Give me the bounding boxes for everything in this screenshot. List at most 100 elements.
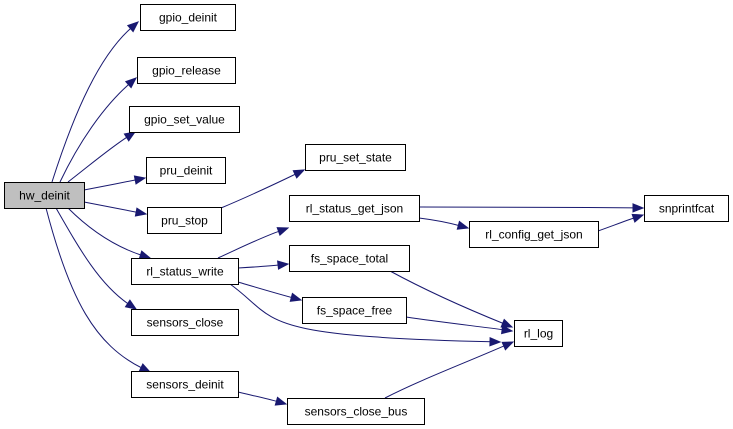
node-box[interactable] (287, 398, 425, 425)
node-pru-set-state[interactable]: pru_set_state (305, 144, 406, 171)
nodes-layer: hw_deinit gpio_deinit gpio_release gpio_set… (4, 4, 729, 425)
node-snprintfcat[interactable]: snprintfcat (644, 195, 729, 222)
node-label: sensors_deinit (146, 378, 224, 392)
edge-hw_deinit-to-pru_deinit (83, 175, 147, 191)
edge-line (237, 391, 279, 403)
node-label: hw_deinit (19, 189, 70, 203)
edge-line (83, 179, 138, 191)
node-label: snprintfcat (659, 202, 715, 216)
edge-line (67, 207, 143, 256)
arrowhead-icon (456, 220, 470, 230)
node-fs-space-free[interactable]: fs_space_free (302, 297, 407, 324)
node-rl-config-get-json[interactable]: rl_config_get_json (469, 221, 599, 248)
edge-line (237, 281, 294, 299)
edge-hw_deinit-to-sensors_deinit (45, 207, 152, 373)
arrowhead-icon (134, 207, 148, 217)
node-box[interactable] (514, 320, 563, 347)
node-label: gpio_deinit (159, 11, 218, 25)
node-fs-space-total[interactable]: fs_space_total (289, 245, 410, 272)
node-box[interactable] (131, 371, 239, 398)
edge-rl_config_get_json-to-snprintfcat (597, 213, 645, 232)
arrowhead-icon (500, 318, 514, 328)
node-box[interactable] (131, 309, 239, 336)
edge-hw_deinit-to-pru_stop (83, 201, 148, 217)
arrowhead-icon (138, 250, 152, 260)
arrowhead-icon (124, 77, 138, 89)
arrowhead-icon (138, 363, 152, 373)
node-label: rl_log (524, 327, 553, 341)
edge-line (384, 344, 506, 399)
node-box[interactable] (129, 106, 240, 133)
edge-hw_deinit-to-gpio_release (59, 77, 138, 183)
node-rl-status-get-json[interactable]: rl_status_get_json (289, 195, 420, 222)
edges-layer (45, 21, 645, 406)
edge-line (389, 270, 505, 325)
node-box[interactable] (469, 221, 599, 248)
arrowhead-icon (274, 396, 288, 406)
edge-line (83, 201, 139, 213)
edge-line (55, 207, 130, 306)
node-label: fs_space_total (311, 252, 388, 266)
edge-line (229, 283, 493, 343)
node-label: fs_space_free (317, 304, 393, 318)
edge-hw_deinit-to-sensors_close (55, 207, 138, 310)
arrowhead-icon (276, 227, 290, 236)
node-rl-log[interactable]: rl_log (514, 320, 563, 347)
arrowhead-icon (133, 175, 147, 185)
edge-line (67, 135, 129, 183)
node-label: sensors_close (147, 316, 224, 330)
edge-rl_status_write-to-rl_status_get_json (217, 227, 290, 259)
node-pru-stop[interactable]: pru_stop (147, 207, 222, 234)
node-box[interactable] (302, 297, 407, 324)
edge-rl_status_write-to-rl_log (229, 283, 502, 347)
arrowhead-icon (292, 169, 306, 179)
node-label: rl_status_write (146, 265, 224, 279)
edge-sensors_deinit-to-sensors_close_bus (237, 391, 288, 406)
edge-line (405, 316, 505, 331)
node-box[interactable] (140, 4, 236, 31)
node-gpio-release[interactable]: gpio_release (137, 57, 236, 84)
node-box[interactable] (289, 245, 410, 272)
node-box[interactable] (644, 195, 729, 222)
edge-line (418, 206, 636, 209)
node-box[interactable] (131, 258, 239, 285)
node-label: pru_set_state (319, 151, 392, 165)
edge-fs_space_free-to-rl_log (405, 316, 514, 335)
node-label: rl_config_get_json (485, 228, 582, 242)
node-box[interactable] (147, 207, 222, 234)
arrowhead-icon (277, 260, 290, 270)
node-gpio-set-value[interactable]: gpio_set_value (129, 106, 240, 133)
node-rl-status-write[interactable]: rl_status_write (131, 258, 239, 285)
node-box[interactable] (4, 182, 85, 209)
node-box[interactable] (137, 57, 236, 84)
arrowhead-icon (501, 324, 514, 335)
edge-hw_deinit-to-gpio_deinit (51, 21, 140, 183)
arrowhead-icon (126, 21, 140, 33)
edge-pru_stop-to-pru_set_state (220, 169, 306, 209)
edge-fs_space_total-to-rl_log (389, 270, 514, 328)
node-label: pru_stop (161, 214, 208, 228)
node-label: gpio_set_value (144, 113, 225, 127)
node-label: pru_deinit (160, 164, 213, 178)
node-sensors-close[interactable]: sensors_close (131, 309, 239, 336)
edge-line (51, 26, 133, 183)
arrowhead-icon (123, 131, 137, 142)
arrowhead-icon (289, 292, 303, 302)
node-box[interactable] (289, 195, 420, 222)
node-hw-deinit[interactable]: hw_deinit (4, 182, 85, 209)
node-gpio-deinit[interactable]: gpio_deinit (140, 4, 236, 31)
node-pru-deinit[interactable]: pru_deinit (146, 157, 226, 184)
edge-line (220, 173, 298, 209)
edge-hw_deinit-to-gpio_set_value (67, 131, 137, 183)
edge-line (418, 217, 461, 227)
node-sensors-deinit[interactable]: sensors_deinit (131, 371, 239, 398)
node-sensors-close-bus[interactable]: sensors_close_bus (287, 398, 425, 425)
node-label: sensors_close_bus (305, 405, 408, 419)
node-box[interactable] (305, 144, 406, 171)
edge-line (45, 207, 144, 369)
edge-line (59, 82, 131, 183)
node-box[interactable] (146, 157, 226, 184)
edge-rl_status_write-to-fs_space_free (237, 281, 303, 302)
node-label: gpio_release (152, 64, 221, 78)
